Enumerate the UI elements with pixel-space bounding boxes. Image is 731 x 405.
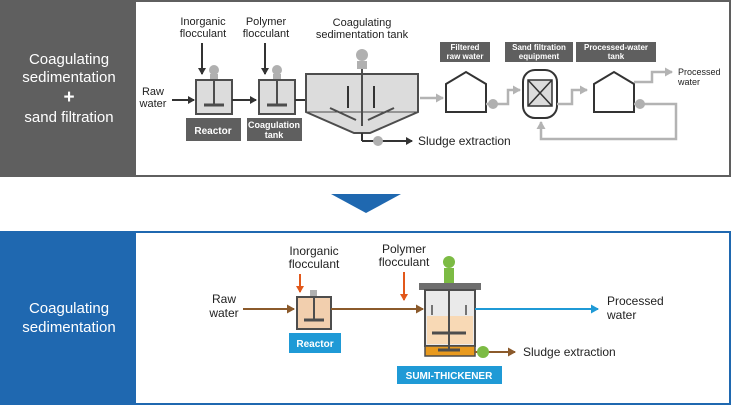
- sumi-thickener-unit: SUMI-THICKENER: [397, 256, 502, 384]
- sludge-extraction-label: Sludge extraction: [523, 345, 616, 359]
- sand-filtration-label: Sand filtration: [512, 43, 566, 52]
- processed-water-label: water: [677, 77, 700, 87]
- sedimentation-tank-label: sedimentation tank: [316, 29, 409, 41]
- motor-icon: [272, 65, 282, 75]
- side-title-line: Coagulating: [28, 50, 110, 68]
- sedimentation-tank-unit: [305, 49, 419, 134]
- pump-icon: [373, 136, 383, 146]
- processed-water-label: water: [606, 308, 636, 322]
- raw-water-label: water: [208, 306, 238, 320]
- motor-icon: [356, 49, 368, 61]
- processed-water-label: Processed: [678, 67, 721, 77]
- processed-water-tank-label: tank: [608, 52, 625, 61]
- sumi-thickener-process-panel: Coagulating sedimentation: [0, 231, 731, 405]
- pump-icon: [635, 99, 645, 109]
- pump-icon: [488, 99, 498, 109]
- polymer-flocculant-label: Polymer: [382, 242, 426, 256]
- sedimentation-tank-label: Coagulating: [333, 17, 392, 29]
- processed-water-tank-label: Processed-water: [584, 43, 648, 52]
- transition-arrow-icon: [331, 194, 401, 213]
- sand-filtration-label: equipment: [519, 52, 560, 61]
- side-title-line: sedimentation: [22, 68, 116, 86]
- polymer-flocculant-label: flocculant: [243, 28, 289, 40]
- coagulation-tank-label: tank: [265, 130, 285, 140]
- inorganic-flocculant-label: Inorganic: [289, 244, 338, 258]
- processed-water-label: Processed: [607, 294, 664, 308]
- raw-water-label: Raw: [142, 86, 164, 98]
- reactor-unit: Reactor: [289, 290, 341, 353]
- reactor-label: Reactor: [194, 126, 231, 137]
- motor-icon: [209, 65, 219, 75]
- new-process-title: Coagulating sedimentation: [2, 233, 136, 403]
- processed-water-tank-icon: [593, 70, 635, 113]
- sludge-extraction-label: Sludge extraction: [418, 134, 511, 148]
- inorganic-flocculant-label: Inorganic: [180, 16, 226, 28]
- reactor-label: Reactor: [296, 339, 333, 350]
- coagulation-tank-label: Coagulation: [248, 120, 300, 130]
- motor-icon: [443, 256, 455, 268]
- conventional-process-title: Coagulating sedimentation + sand filtrat…: [2, 2, 136, 175]
- backwash-line: [536, 102, 678, 141]
- pump-icon: [477, 346, 489, 358]
- side-title-line: sand filtration: [24, 108, 114, 126]
- inorganic-flocculant-label: flocculant: [180, 28, 226, 40]
- polymer-flocculant-label: Polymer: [246, 16, 287, 28]
- side-title-line: sedimentation: [22, 319, 116, 336]
- raw-water-label: water: [139, 98, 167, 110]
- coagulation-tank-unit: Coagulation tank: [247, 65, 302, 141]
- filtered-water-label: raw water: [447, 52, 484, 61]
- sumi-thickener-label: SUMI-THICKENER: [406, 371, 493, 382]
- filtered-water-label: Filtered: [451, 43, 480, 52]
- side-title-line: Coagulating: [28, 300, 110, 317]
- plus-sign: +: [63, 86, 75, 108]
- polymer-flocculant-label: flocculant: [379, 255, 430, 269]
- inorganic-flocculant-label: flocculant: [289, 257, 340, 271]
- reactor-unit: Reactor: [186, 65, 241, 141]
- raw-water-label: Raw: [212, 292, 236, 306]
- filtered-water-tank-icon: [445, 70, 487, 113]
